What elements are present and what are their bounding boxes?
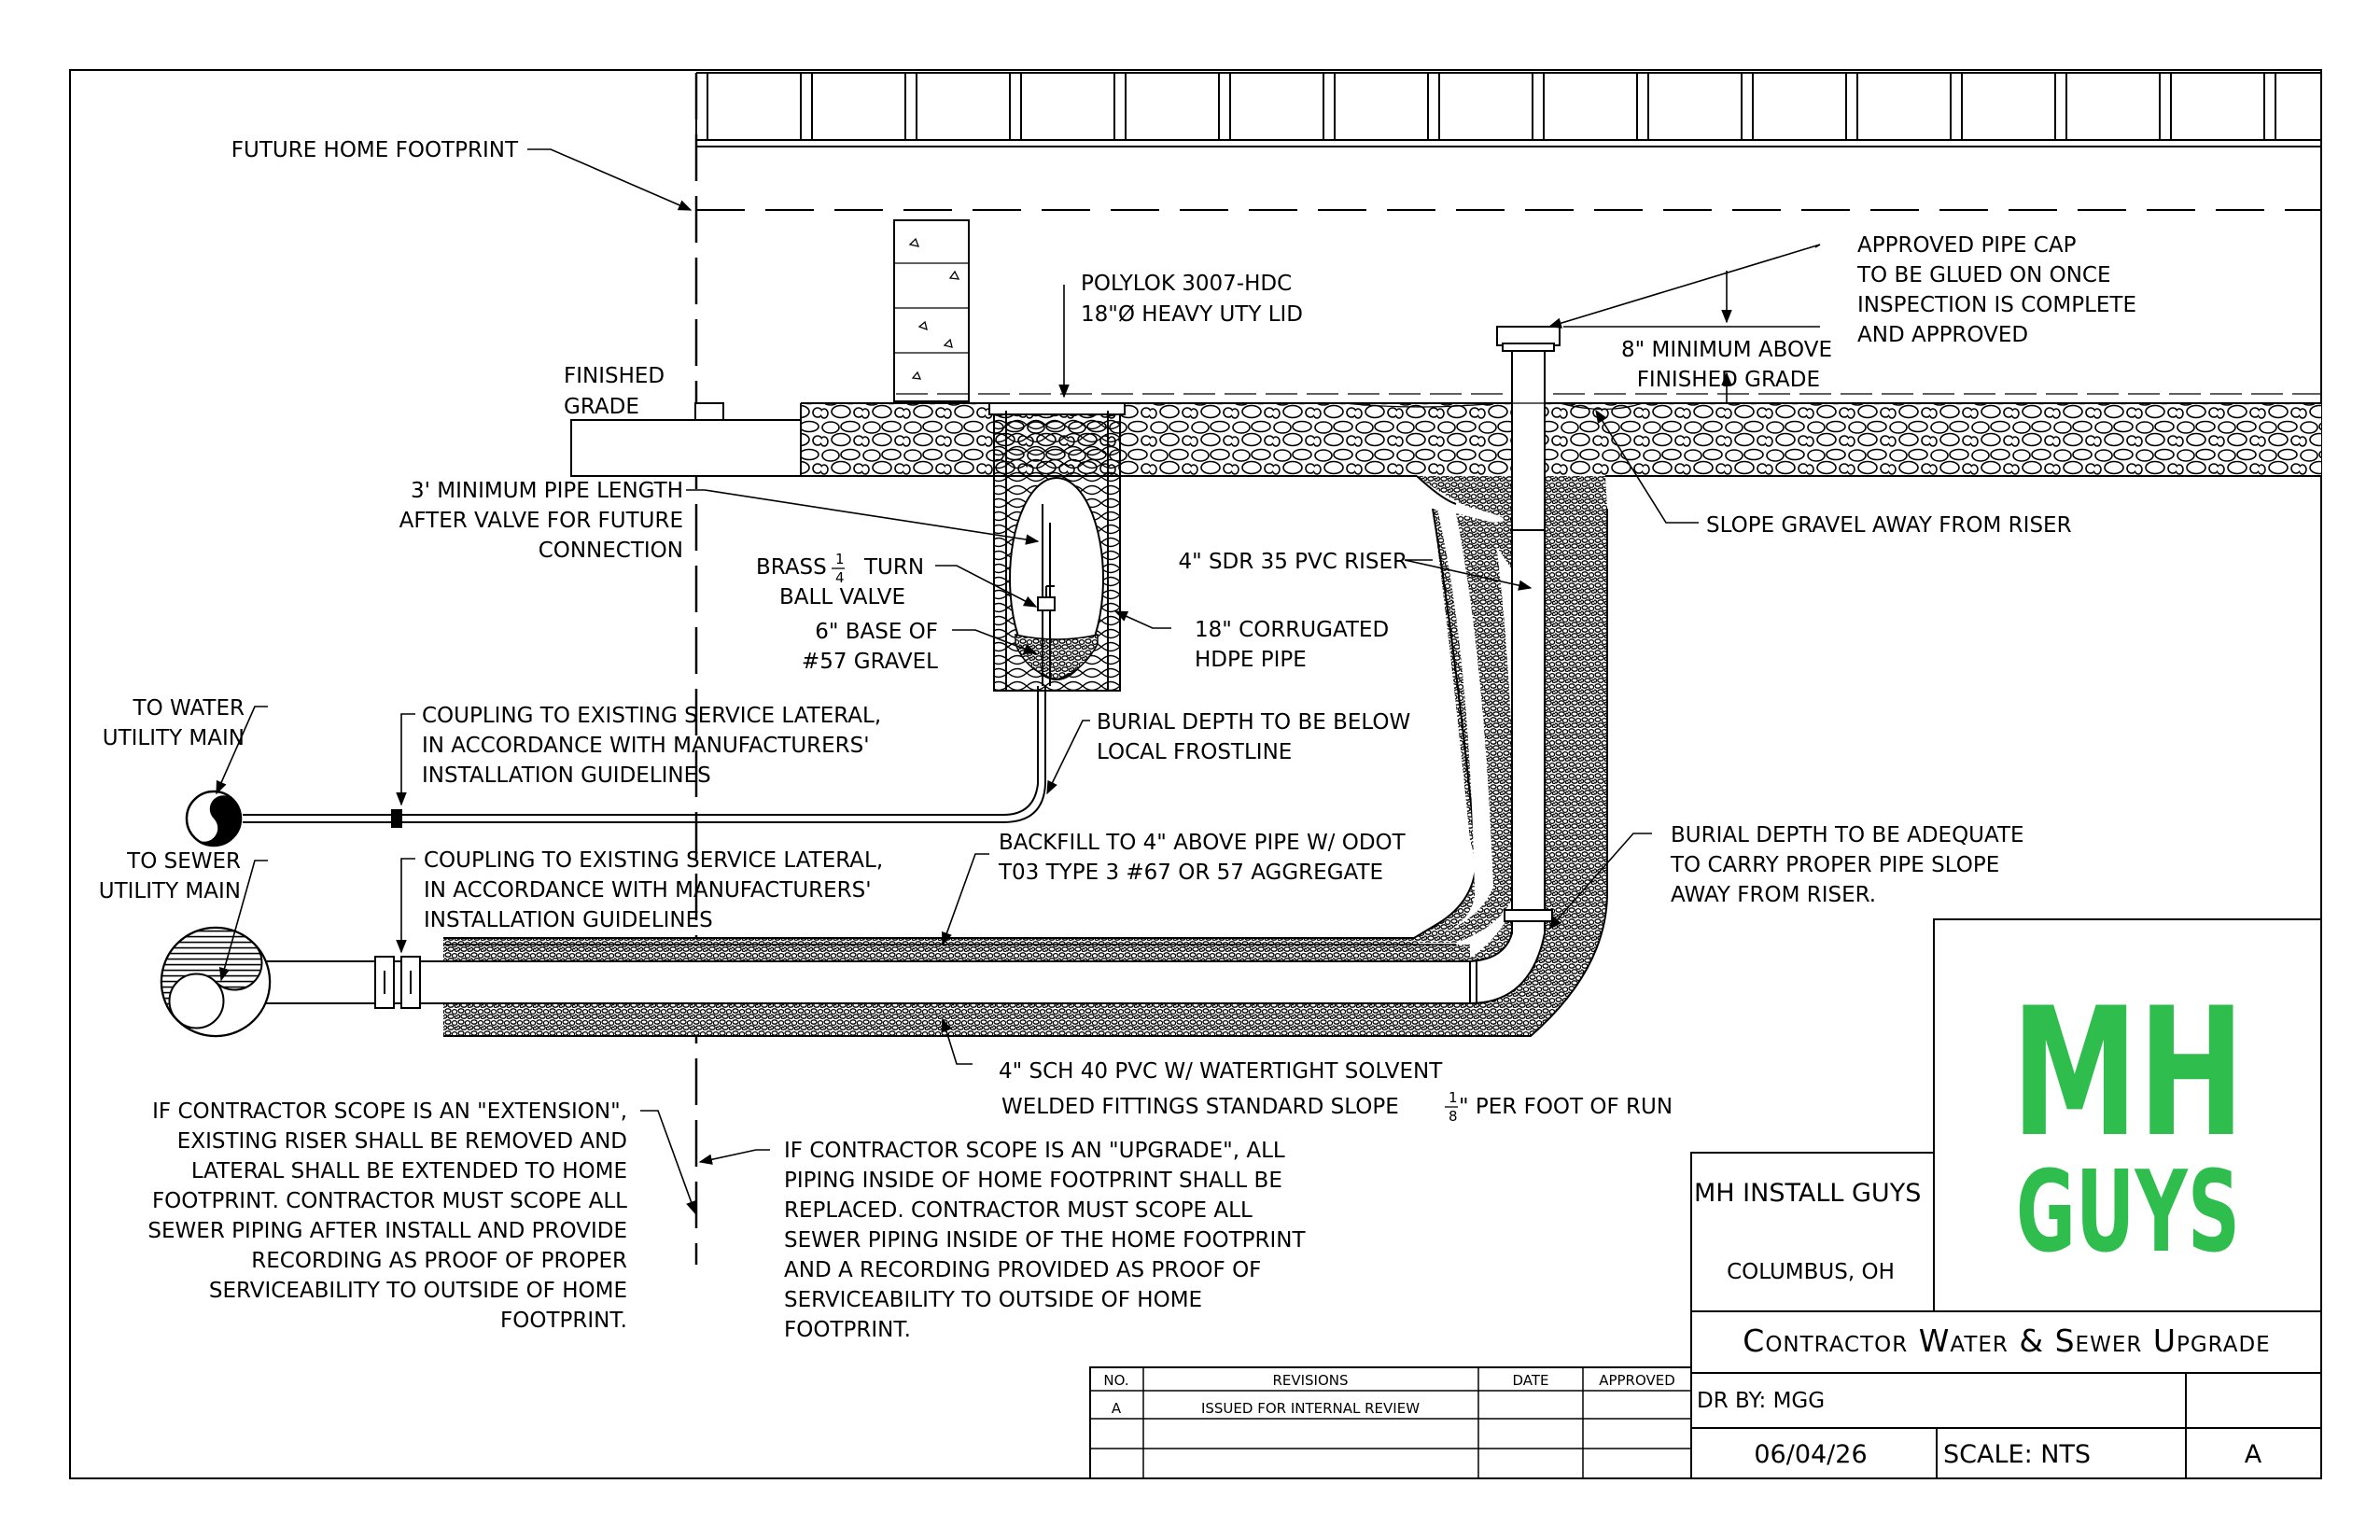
extension-note-line: EXISTING RISER SHALL BE REMOVED AND [177,1129,627,1154]
upgrade-note-line: SERVICEABILITY TO OUTSIDE OF HOME [784,1288,1202,1312]
corrugated-label-1: 18" CORRUGATED [1195,618,1389,642]
pipe-cap-label-3: INSPECTION IS COMPLETE [1857,293,2136,317]
drawn-by: DR BY: MGG [1697,1389,1825,1413]
rev-row-desc: ISSUED FOR INTERNAL REVIEW [1201,1400,1420,1417]
finished-grade-strip [570,419,802,477]
brass-valve-label-b: TURN [863,555,924,580]
drawing-date: 06/04/26 [1754,1440,1867,1469]
upgrade-note-line: REPLACED. CONTRACTOR MUST SCOPE ALL [784,1198,1253,1223]
sewer-coupling [374,956,421,1009]
burial-frost-label-1: BURIAL DEPTH TO BE BELOW [1097,710,1410,735]
sch40-frac-bot: 8 [1449,1108,1458,1125]
trench-outline [443,475,1608,1037]
title-block: MH INSTALL GUYS COLUMBUS, OH MH GUYS Con… [1690,918,2322,1479]
extension-note-line: SERVICEABILITY TO OUTSIDE OF HOME [209,1279,627,1303]
polylok-label-2: 18"Ø HEAVY UTY LID [1081,302,1303,327]
brass-valve-label-a: BRASS [756,555,827,580]
valve-pit-corrugated-pipe [988,402,1126,692]
slope-gravel-label: SLOPE GRAVEL AWAY FROM RISER [1706,513,2072,538]
coupling-sewer-label-2: IN ACCORDANCE WITH MANUFACTURERS' [424,878,872,903]
pipe-cap-label-4: AND APPROVED [1857,323,2028,347]
logo-guys: GUYS [2016,1148,2240,1278]
rev-header-date: DATE [1512,1372,1548,1389]
brass-valve-frac-top: 1 [835,551,845,567]
rev-header-no: NO. [1103,1372,1128,1389]
to-sewer-label-1: TO SEWER [126,849,241,874]
extension-note-line: FOOTPRINT. CONTRACTOR MUST SCOPE ALL [152,1189,627,1213]
backfill-label-2: T03 TYPE 3 #67 OR 57 AGGREGATE [998,861,1383,885]
backfill-label-1: BACKFILL TO 4" ABOVE PIPE W/ ODOT [999,831,1407,855]
brass-valve-label-c: BALL VALVE [779,585,905,609]
company-name: MH INSTALL GUYS [1694,1179,1921,1208]
to-water-label-2: UTILITY MAIN [103,726,245,750]
future-home-label: FUTURE HOME FOOTPRINT [231,138,519,162]
base-gravel-label-1: 6" BASE OF [815,620,938,644]
extension-note-line: SEWER PIPING AFTER INSTALL AND PROVIDE [147,1219,627,1243]
home-floor-framing [695,72,2320,211]
sch40-label-2b: " PER FOOT OF RUN [1459,1095,1673,1119]
coupling-water-label-3: INSTALLATION GUIDELINES [422,763,711,788]
extension-note-line: LATERAL SHALL BE EXTENDED TO HOME [191,1159,627,1183]
drawing-title: Contractor Water & Sewer Upgrade [1743,1323,2270,1359]
grade-marker [694,402,724,421]
extension-note-line: FOOTPRINT. [500,1309,627,1333]
min-pipe-label-1: 3' MINIMUM PIPE LENGTH [411,479,683,503]
sch40-label-2a: WELDED FITTINGS STANDARD SLOPE [1001,1095,1399,1119]
revisions-table: NO. REVISIONS DATE APPROVED A ISSUED FOR… [1089,1366,1692,1479]
upgrade-note-line: IF CONTRACTOR SCOPE IS AN "UPGRADE", ALL [784,1139,1285,1163]
base-gravel-label-2: #57 GRAVEL [802,650,938,674]
finished-grade-label-2: GRADE [564,395,639,419]
sch40-frac-top: 1 [1449,1089,1458,1106]
finished-grade-label-1: FINISHED [564,364,665,388]
upgrade-note-line: SEWER PIPING INSIDE OF THE HOME FOOTPRIN… [784,1228,1307,1253]
min-above-label-2: FINISHED GRADE [1637,368,1820,392]
drawing-rev: A [2245,1440,2262,1469]
pipe-cap-label-1: APPROVED PIPE CAP [1857,233,2077,258]
coupling-water-label-1: COUPLING TO EXISTING SERVICE LATERAL, [422,704,881,728]
drawing-scale: SCALE: NTS [1943,1440,2091,1469]
burial-adequate-label-2: TO CARRY PROPER PIPE SLOPE [1670,853,1999,877]
leader-lines [216,148,1821,1215]
sewer-riser [1469,326,1561,1005]
sewer-pipe [260,944,1531,1037]
concrete-pier [893,219,970,402]
sdr-riser-label: 4" SDR 35 PVC RISER [1178,550,1407,574]
extension-note-line: IF CONTRACTOR SCOPE IS AN "EXTENSION", [152,1099,627,1124]
rev-row-no: A [1112,1400,1122,1417]
burial-frost-label-2: LOCAL FROSTLINE [1097,740,1292,764]
to-sewer-label-2: UTILITY MAIN [99,879,241,903]
upgrade-note: IF CONTRACTOR SCOPE IS AN "UPGRADE", ALL… [784,1139,1307,1342]
trench-interior [1419,513,1517,943]
annotation-labels: FUTURE HOME FOOTPRINT FINISHED GRADE POL… [99,138,2136,1342]
corrugated-label-2: HDPE PIPE [1195,648,1307,672]
coupling-water-label-2: IN ACCORDANCE WITH MANUFACTURERS' [422,734,870,758]
min-above-label-1: 8" MINIMUM ABOVE [1621,338,1832,362]
company-location: COLUMBUS, OH [1727,1260,1895,1284]
water-main-symbol [185,790,243,847]
min-pipe-label-3: CONNECTION [539,539,683,563]
burial-adequate-label-3: AWAY FROM RISER. [1671,883,1876,907]
logo-mh: MH [2011,970,2245,1176]
pipe-cap-label-2: TO BE GLUED ON ONCE [1856,263,2111,287]
riser-gravel-slope [1343,402,1644,411]
sewer-main-symbol [160,926,272,1038]
brass-valve-frac-bot: 4 [835,569,845,586]
coupling-sewer-label-3: INSTALLATION GUIDELINES [424,908,713,932]
burial-adequate-label-1: BURIAL DEPTH TO BE ADEQUATE [1671,823,2024,847]
upgrade-note-line: AND A RECORDING PROVIDED AS PROOF OF [784,1258,1261,1282]
min-pipe-label-2: AFTER VALVE FOR FUTURE [399,509,683,533]
upgrade-note-line: FOOTPRINT. [784,1318,911,1342]
polylok-label-1: POLYLOK 3007-HDC [1081,272,1292,296]
water-line [243,686,1046,828]
rev-header-revisions: REVISIONS [1272,1372,1348,1389]
coupling-sewer-label-1: COUPLING TO EXISTING SERVICE LATERAL, [424,848,883,873]
upgrade-note-line: PIPING INSIDE OF HOME FOOTPRINT SHALL BE [784,1169,1282,1193]
to-water-label-1: TO WATER [133,696,245,721]
rev-header-approved: APPROVED [1599,1372,1675,1389]
sch40-label-1: 4" SCH 40 PVC W/ WATERTIGHT SOLVENT [999,1059,1443,1084]
extension-note: IF CONTRACTOR SCOPE IS AN "EXTENSION", EX… [147,1099,627,1333]
extension-note-line: RECORDING AS PROOF OF PROPER [251,1249,627,1273]
